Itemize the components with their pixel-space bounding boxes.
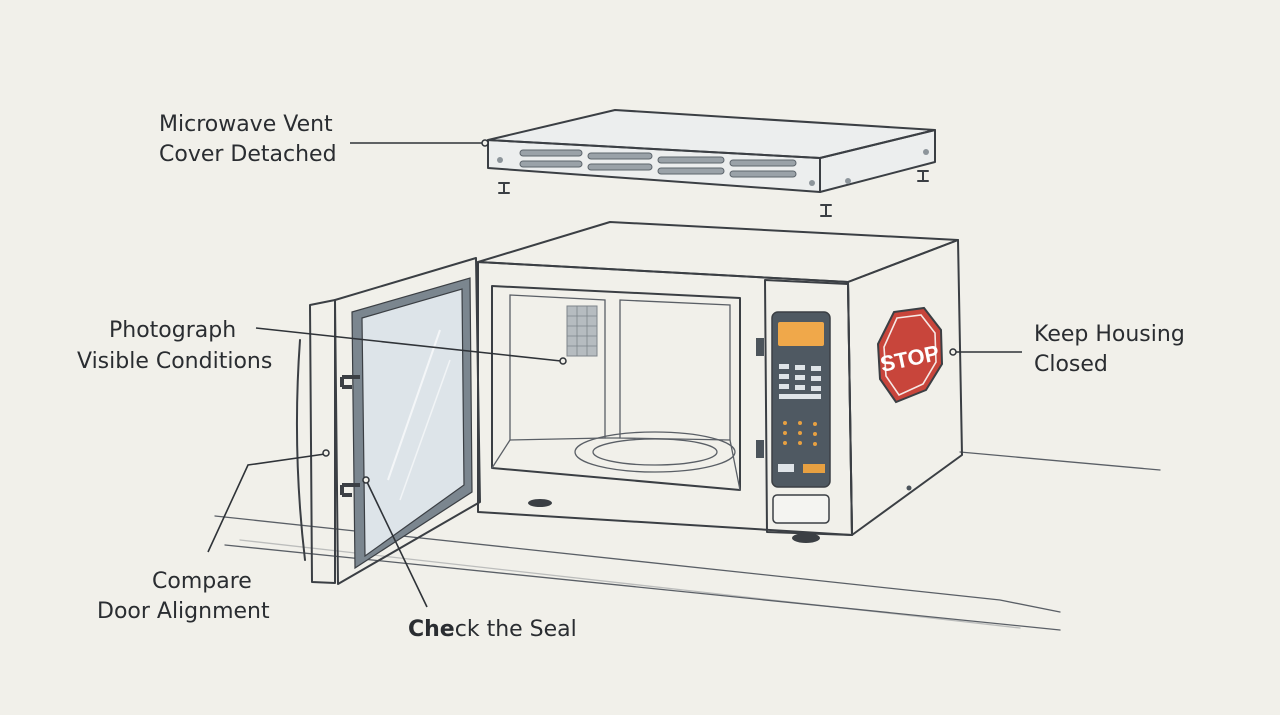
seal-label-rest: ck the Seal — [455, 617, 577, 642]
screw-icon — [820, 204, 832, 217]
vent-label-line2: Cover Detached — [159, 142, 337, 167]
label-photograph: Photograph Visible Conditions — [77, 318, 272, 374]
label-door-alignment: Compare Door Alignment — [97, 569, 270, 624]
vent-cover-illustration — [487, 109, 936, 193]
housing-label-line1: Keep Housing — [1034, 322, 1185, 347]
label-vent-cover: Microwave Vent Cover Detached — [159, 112, 337, 167]
housing-label-line2: Closed — [1034, 352, 1108, 377]
label-housing: Keep Housing Closed — [1034, 322, 1185, 377]
label-check-seal: Check the Seal — [408, 617, 577, 642]
microwave-door — [295, 257, 481, 585]
screw-icon — [917, 170, 929, 182]
microwave-illustration — [477, 221, 963, 543]
screw-icon — [498, 182, 510, 194]
seal-label: Check the Seal — [408, 617, 577, 642]
leader-lines — [207, 139, 1022, 608]
door-label-line1: Compare — [152, 569, 252, 594]
photo-label-line2: Visible Conditions — [77, 349, 272, 374]
stop-sign-icon: STOP — [876, 306, 944, 404]
seal-label-bold: Che — [408, 617, 455, 642]
vent-label-line1: Microwave Vent — [159, 112, 333, 137]
photo-label-line1: Photograph — [109, 318, 236, 343]
door-label-line2: Door Alignment — [97, 599, 270, 624]
